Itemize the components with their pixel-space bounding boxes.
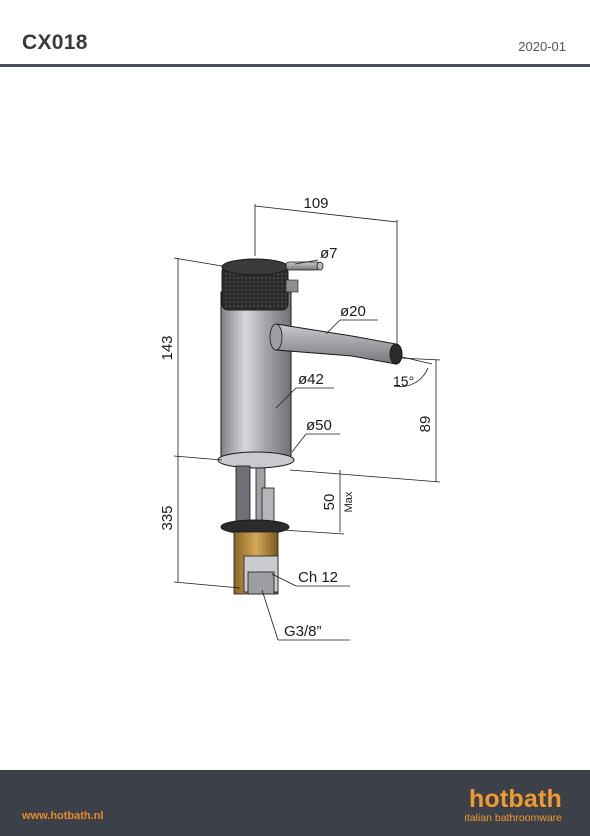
handle-top — [221, 258, 289, 276]
dim-89-ext-top — [399, 357, 441, 361]
spout-neck — [269, 323, 283, 351]
leader-g38 — [261, 589, 279, 641]
dim-50: 50 — [321, 494, 338, 511]
page-footer: www.hotbath.nl hotbath italian bathroomw… — [0, 770, 590, 836]
dim-d7: ø7 — [320, 245, 338, 262]
angle-arc — [393, 367, 429, 387]
dim-d50: ø50 — [306, 417, 332, 434]
dim-335: 335 — [159, 505, 176, 530]
dim-15deg: 15° — [393, 373, 414, 389]
leader-d50 — [291, 433, 307, 453]
dim-ch12: Ch 12 — [298, 569, 338, 586]
spout — [275, 323, 397, 365]
leader-ch12 — [271, 573, 297, 587]
page-header: CX018 2020-01 — [0, 0, 590, 70]
dim-109: 109 — [303, 195, 328, 212]
lever — [285, 261, 321, 271]
dim-143-ext-bottom — [173, 455, 223, 461]
dim-50-ext-bottom — [281, 529, 345, 535]
technical-drawing: 109 ø7 ø20 15° ø42 ø50 143 335 89 50 Max… — [159, 195, 441, 641]
revision-date: 2020-01 — [518, 39, 566, 54]
base-plate — [217, 451, 295, 469]
leader-d42 — [275, 387, 297, 409]
dim-109-line — [254, 205, 398, 223]
leader-d7 — [294, 259, 319, 265]
dim-d42: ø42 — [298, 371, 324, 388]
mixer-body — [220, 291, 292, 461]
header-rule — [0, 64, 590, 67]
dimension-lines — [173, 204, 441, 641]
dim-89: 89 — [417, 416, 434, 433]
leader-d20 — [325, 319, 341, 335]
product-code: CX018 — [22, 31, 88, 54]
dim-143-ext-top — [173, 257, 223, 267]
spout-outlet — [389, 343, 403, 365]
brand-logo: hotbath italian bathroomware — [465, 786, 562, 825]
dim-50-max: Max — [343, 491, 355, 512]
lever-tip — [316, 261, 324, 271]
website-link[interactable]: www.hotbath.nl — [22, 810, 104, 822]
dim-89-ext-bottom — [289, 469, 441, 483]
g38-connector — [247, 571, 275, 595]
dim-g38: G3/8” — [284, 623, 322, 640]
lever-foot — [285, 279, 299, 293]
dim-143: 143 — [159, 335, 176, 360]
brand-name: hotbath — [468, 785, 562, 813]
brand-tagline: italian bathroomware — [464, 812, 562, 824]
angle-ray — [397, 355, 433, 365]
dim-335-ext-bottom — [173, 581, 241, 589]
dim-d20: ø20 — [340, 303, 366, 320]
